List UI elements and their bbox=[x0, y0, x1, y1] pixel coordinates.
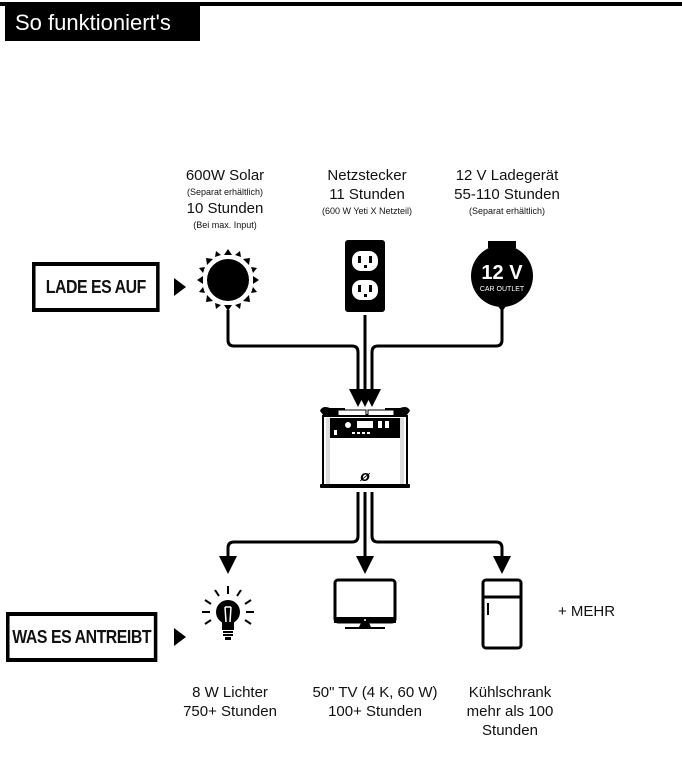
fridge-line1: Kühlschrank bbox=[468, 684, 552, 701]
car-duration: 55-110 Stunden bbox=[454, 186, 560, 203]
connector-solar bbox=[226, 310, 367, 407]
wall-caption: Netzstecker 11 Stunden (600 W Yeti X Net… bbox=[302, 166, 432, 218]
lights-line2: 750+ Stunden bbox=[183, 703, 277, 720]
connector-lights bbox=[219, 492, 360, 574]
car-caption: 12 V Ladegerät 55-110 Stunden (Separat e… bbox=[432, 166, 582, 218]
car-outlet-main-text: 12 V bbox=[481, 262, 523, 284]
car-outlet-icon: 12 V CAR OUTLET bbox=[471, 241, 533, 312]
light-bulb-icon bbox=[202, 586, 254, 640]
connector-fridge bbox=[370, 492, 511, 574]
sun-icon bbox=[197, 249, 259, 311]
car-note: (Separat erhältlich) bbox=[468, 206, 546, 216]
pointer-powers bbox=[174, 628, 186, 646]
output-connectors bbox=[219, 492, 511, 574]
tv-line1: 50" TV (4 K, 60 W) bbox=[312, 684, 438, 701]
tv-caption: 50" TV (4 K, 60 W) 100+ Stunden bbox=[290, 683, 460, 721]
more-label: + MEHR bbox=[558, 603, 616, 620]
power-station-logo: Ø bbox=[359, 471, 370, 484]
connector-car bbox=[363, 310, 504, 407]
lights-line1: 8 W Lichter bbox=[192, 684, 268, 701]
tv-icon bbox=[333, 578, 397, 629]
solar-caption: 600W Solar (Separat erhältlich) 10 Stund… bbox=[160, 166, 290, 232]
lights-caption: 8 W Lichter 750+ Stunden bbox=[160, 683, 300, 721]
pointer-charge bbox=[174, 278, 186, 296]
charge-label: LADE ES AUF bbox=[32, 262, 160, 312]
top-rule bbox=[0, 2, 682, 6]
tv-line2: 100+ Stunden bbox=[328, 703, 422, 720]
wall-note: (600 W Yeti X Netzteil) bbox=[321, 206, 413, 216]
solar-note: (Separat erhältlich) bbox=[186, 187, 264, 197]
solar-title: 600W Solar bbox=[185, 167, 265, 184]
wall-title: Netzstecker bbox=[327, 167, 407, 184]
solar-duration: 10 Stunden bbox=[186, 200, 264, 217]
powers-label: WAS ES ANTREIBT bbox=[6, 612, 158, 662]
power-station-icon: Ø bbox=[320, 407, 410, 488]
car-title: 12 V Ladegerät bbox=[455, 167, 559, 184]
fridge-icon bbox=[481, 578, 523, 650]
wall-outlet-icon bbox=[345, 240, 385, 312]
fridge-line2: mehr als 100 bbox=[466, 703, 554, 720]
section-title: So funktioniert's bbox=[5, 4, 200, 41]
fridge-line3: Stunden bbox=[482, 722, 538, 739]
input-connectors bbox=[226, 310, 504, 407]
car-outlet-sub-text: CAR OUTLET bbox=[480, 286, 525, 293]
fridge-caption: Kühlschrank mehr als 100 Stunden bbox=[440, 683, 580, 740]
solar-note-max: (Bei max. Input) bbox=[193, 220, 257, 230]
wall-duration: 11 Stunden bbox=[329, 186, 405, 203]
